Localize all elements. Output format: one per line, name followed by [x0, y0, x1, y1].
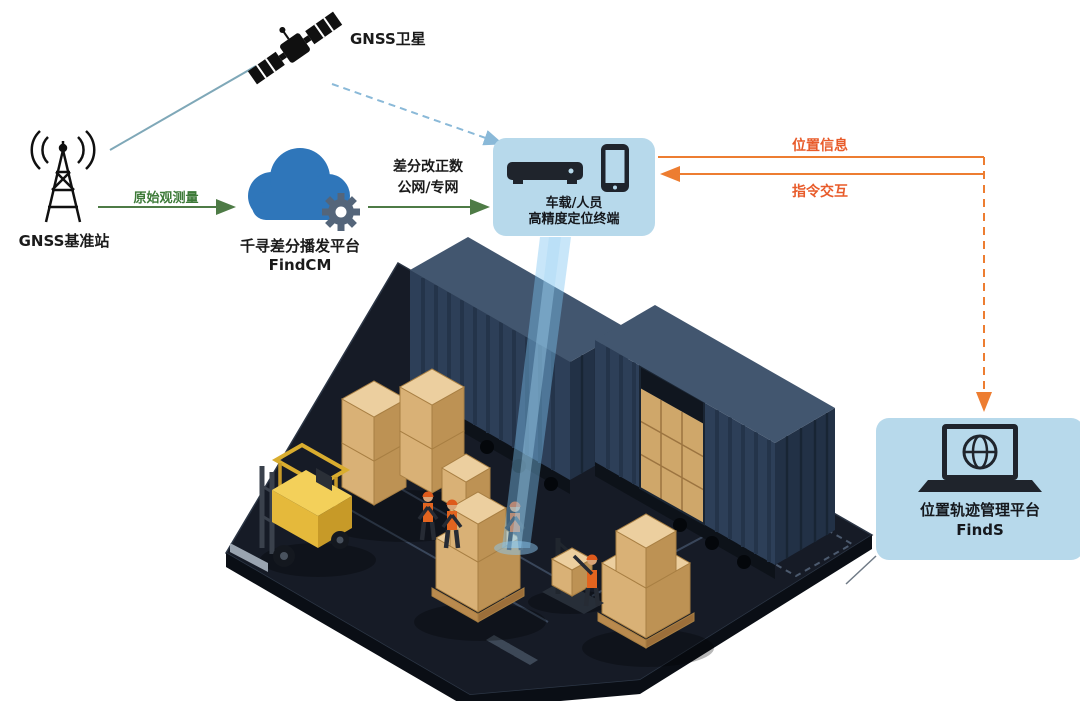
- warehouse-scene: [224, 237, 874, 701]
- cloud-platform-title: 千寻差分播发平台: [239, 237, 360, 255]
- base-station-icon: [30, 130, 96, 223]
- management-platform-subtitle: FindS: [956, 521, 1004, 539]
- management-platform-title: 位置轨迹管理平台: [919, 501, 1040, 519]
- terminal-label-line1: 车载/人员: [545, 196, 603, 211]
- worker-3: [504, 501, 526, 551]
- worker-2: [441, 499, 463, 549]
- smartphone-icon: [601, 144, 629, 192]
- worker-4: [572, 554, 601, 607]
- laptop-globe-icon: [918, 424, 1042, 492]
- cloud-platform-subtitle: FindCM: [268, 256, 332, 274]
- worker-1: [417, 491, 439, 541]
- globe-icon: [962, 434, 998, 470]
- forklift: [230, 442, 352, 572]
- satellite-icon: [247, 11, 343, 85]
- command-interaction-label: 指令交互: [792, 184, 848, 200]
- positioning-beam: [494, 237, 571, 555]
- terminal-panel: 车载/人员 高精度定位终端: [493, 138, 655, 236]
- gear-icon: [322, 193, 360, 231]
- satellite-label: GNSS卫星: [350, 30, 426, 48]
- terminal-label-line2: 高精度定位终端: [528, 212, 620, 227]
- pallet-stacks-left: [340, 368, 491, 515]
- pallet-stack-right: [597, 513, 695, 649]
- link-satellite-to-terminal: [331, 83, 504, 146]
- link-platform-to-scene: [845, 555, 877, 585]
- position-info-label: 位置信息: [792, 138, 848, 154]
- base-station-label: GNSS基准站: [18, 232, 110, 250]
- receiver-icon: [507, 162, 583, 184]
- container-b-open-door: [639, 364, 705, 526]
- terminal-icons: [507, 144, 629, 192]
- management-platform-panel: 位置轨迹管理平台 FindS: [876, 418, 1080, 560]
- link-satellite-to-base-station: [109, 65, 257, 151]
- correction-label-line2: 公网/专网: [397, 180, 459, 196]
- container-b: [595, 305, 835, 579]
- cloud-platform-icon: [248, 148, 360, 231]
- correction-label-line1: 差分改正数: [393, 159, 463, 175]
- crosswalk-strips: [486, 635, 538, 665]
- raw-observation-label: 原始观测量: [133, 191, 199, 206]
